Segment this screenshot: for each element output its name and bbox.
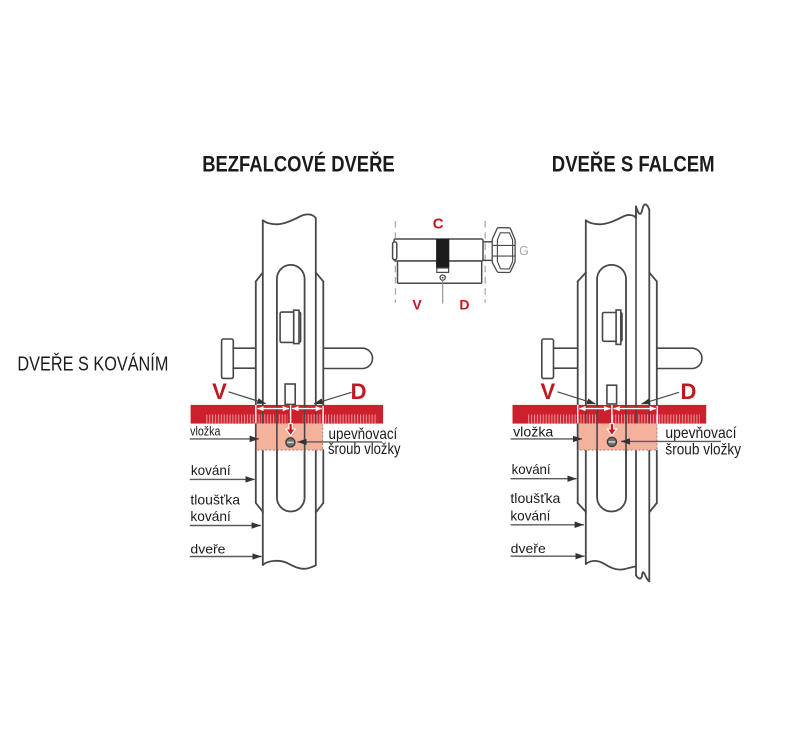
svg-text:D: D [459, 296, 469, 312]
svg-text:tloušťka: tloušťka [190, 491, 240, 507]
svg-text:upevňovací: upevňovací [665, 425, 737, 442]
svg-text:dveře: dveře [511, 541, 546, 556]
svg-text:G: G [519, 244, 529, 258]
svg-text:DVEŘE S KOVÁNÍM: DVEŘE S KOVÁNÍM [17, 352, 168, 375]
svg-text:upevňovací: upevňovací [329, 426, 398, 443]
svg-text:DVEŘE S FALCEM: DVEŘE S FALCEM [552, 151, 715, 176]
svg-text:vložka: vložka [513, 425, 554, 440]
svg-text:šroub vložky: šroub vložky [328, 441, 401, 458]
svg-text:šroub vložky: šroub vložky [665, 441, 741, 458]
svg-text:kování: kování [510, 507, 550, 523]
svg-text:vložka: vložka [190, 425, 220, 439]
svg-text:kování: kování [512, 461, 551, 477]
svg-text:kování: kování [190, 508, 231, 524]
svg-text:kování: kování [191, 462, 231, 478]
svg-text:tloušťka: tloušťka [510, 490, 560, 506]
svg-text:V: V [212, 379, 227, 404]
svg-text:D: D [680, 379, 696, 404]
svg-text:C: C [433, 216, 444, 233]
svg-text:V: V [412, 296, 422, 312]
svg-text:D: D [351, 379, 367, 404]
svg-text:dveře: dveře [190, 542, 225, 557]
svg-text:V: V [540, 379, 555, 404]
svg-text:BEZFALCOVÉ DVEŘE: BEZFALCOVÉ DVEŘE [202, 151, 395, 176]
